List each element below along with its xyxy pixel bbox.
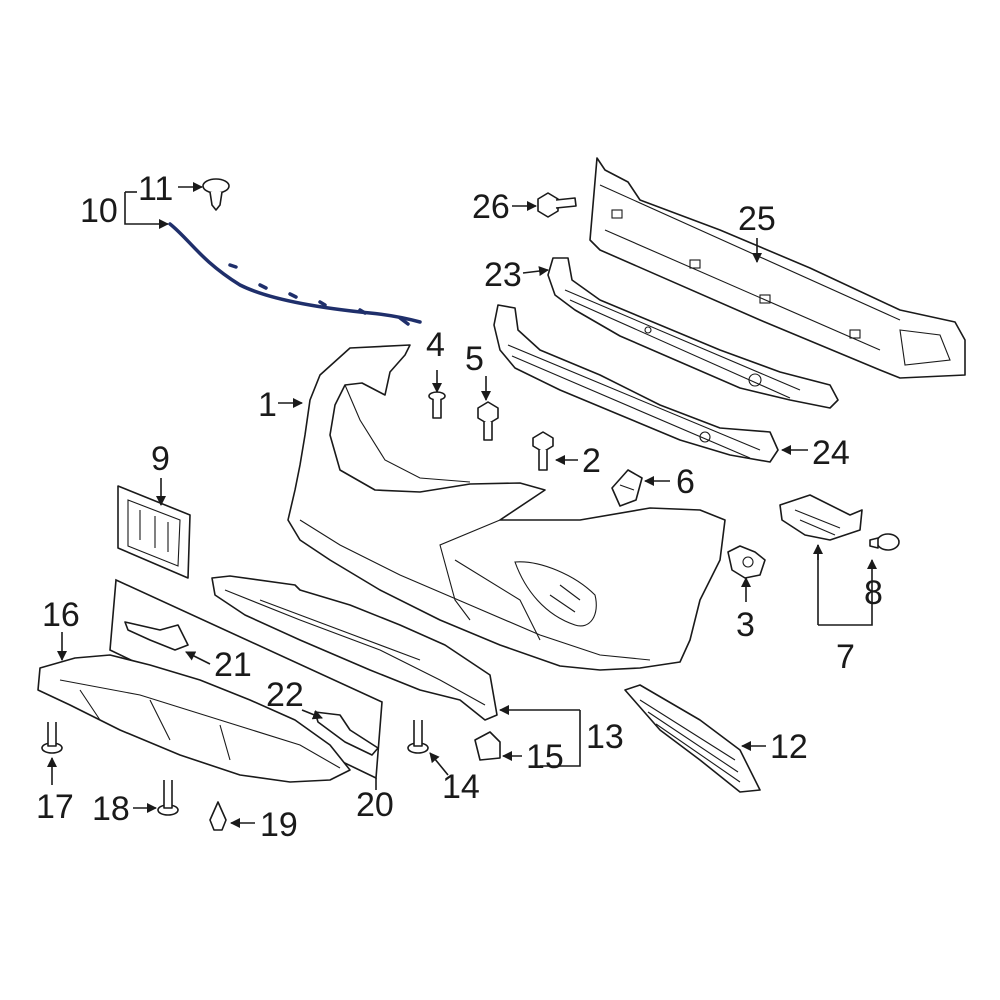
callout-18: 18 xyxy=(92,790,130,828)
part-4-bolt[interactable] xyxy=(428,391,446,419)
callout-2: 2 xyxy=(582,442,601,480)
part-2-screw[interactable] xyxy=(532,431,554,471)
callout-12: 12 xyxy=(770,728,808,766)
callout-4: 4 xyxy=(426,326,445,364)
part-21-seal[interactable] xyxy=(124,621,189,651)
part-18-screw[interactable] xyxy=(157,780,179,816)
callout-5: 5 xyxy=(465,340,484,378)
part-25-bumper-reinforcement[interactable] xyxy=(589,157,966,379)
callout-11: 11 xyxy=(138,170,173,208)
callout-24: 24 xyxy=(812,434,850,472)
callout-10: 10 xyxy=(80,192,118,230)
callout-17: 17 xyxy=(36,788,74,826)
part-24-lower-absorber[interactable] xyxy=(493,304,779,463)
callout-labels: 1 2 3 4 5 6 7 8 9 10 11 12 13 14 15 16 1… xyxy=(36,170,883,844)
callout-9: 9 xyxy=(151,440,170,478)
part-19-clip[interactable] xyxy=(209,801,227,831)
callout-6: 6 xyxy=(676,463,695,501)
part-5-bolt[interactable] xyxy=(477,401,499,441)
callout-16: 16 xyxy=(42,596,80,634)
part-26-bolt[interactable] xyxy=(537,192,577,218)
callout-13: 13 xyxy=(586,718,624,756)
part-14-screw[interactable] xyxy=(407,720,429,754)
part-7-side-bracket[interactable] xyxy=(779,494,863,541)
part-23-upper-absorber[interactable] xyxy=(547,257,839,409)
part-3-retainer[interactable] xyxy=(727,545,766,579)
callout-15: 15 xyxy=(526,738,564,776)
callout-14: 14 xyxy=(442,768,480,806)
callout-1: 1 xyxy=(258,386,277,424)
callout-26: 26 xyxy=(472,188,510,226)
part-16-undercover[interactable] xyxy=(37,654,351,783)
callout-3: 3 xyxy=(736,606,755,644)
part-17-screw[interactable] xyxy=(41,722,63,754)
part-11-clip[interactable] xyxy=(202,178,230,211)
leader-lines xyxy=(47,182,872,828)
part-10-upper-molding[interactable] xyxy=(168,222,422,326)
callout-25: 25 xyxy=(738,200,776,238)
part-9-license-bracket[interactable] xyxy=(117,485,191,579)
callout-19: 19 xyxy=(260,806,298,844)
part-1-bumper-cover[interactable] xyxy=(287,344,726,671)
part-6-bracket[interactable] xyxy=(611,469,643,507)
callout-7: 7 xyxy=(836,638,855,676)
callout-23: 23 xyxy=(484,256,522,294)
callout-21: 21 xyxy=(214,646,252,684)
part-12-grille[interactable] xyxy=(624,684,761,793)
part-15-nut[interactable] xyxy=(474,731,501,761)
part-22-seal[interactable] xyxy=(314,711,379,756)
callout-20: 20 xyxy=(356,786,394,824)
callout-22: 22 xyxy=(266,676,304,714)
part-8-clip[interactable] xyxy=(869,533,900,551)
callout-8: 8 xyxy=(864,574,883,612)
